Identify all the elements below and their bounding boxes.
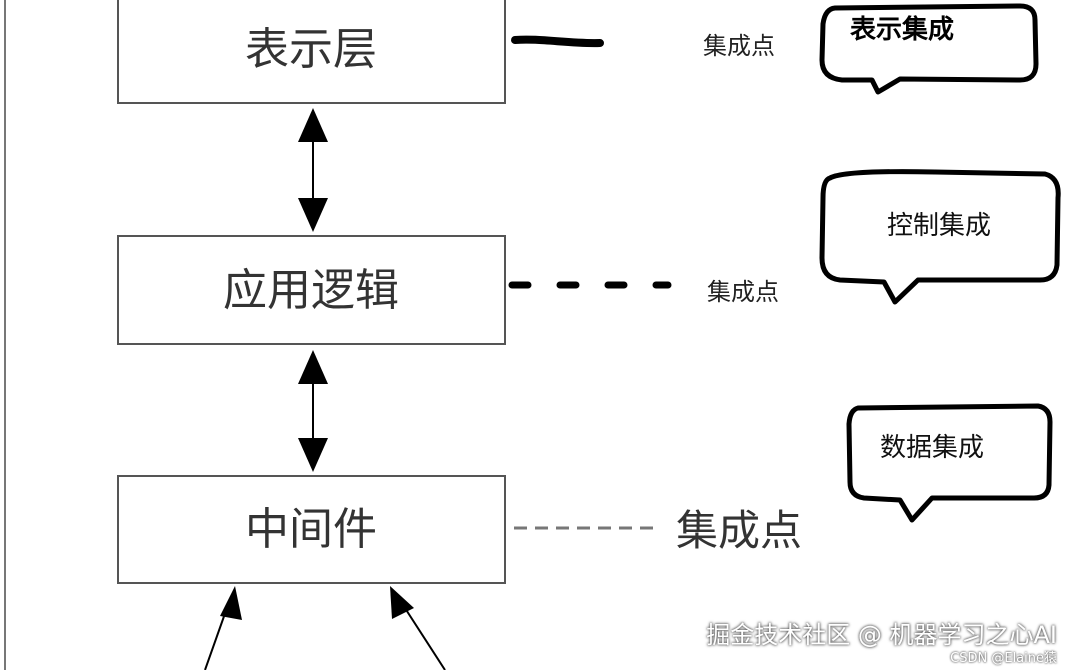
bidirectional-arrow-2 (298, 350, 328, 472)
integration-point-label-2: 集成点 (707, 278, 779, 306)
bottom-arrow-left (204, 586, 242, 670)
watermark-main: 掘金技术社区 @ 机器学习之心AI (706, 621, 1057, 649)
bubble-label-control: 控制集成 (887, 211, 991, 241)
presentation-layer-label: 表示层 (245, 24, 377, 75)
speech-bubble-presentation: 表示集成 (819, 3, 1039, 95)
bubble-label-data: 数据集成 (880, 433, 984, 463)
middleware-label: 中间件 (245, 504, 377, 555)
bottom-arrow-right (390, 586, 446, 670)
presentation-layer-box: 表示层 (117, 0, 506, 104)
application-logic-box: 应用逻辑 (117, 235, 506, 345)
watermark-sub: CSDN @Elaine猿 (950, 651, 1057, 666)
bubble-label-presentation: 表示集成 (850, 14, 954, 45)
application-logic-label: 应用逻辑 (223, 265, 399, 316)
speech-bubble-control: 控制集成 (819, 169, 1061, 305)
speech-bubble-data: 数据集成 (846, 403, 1053, 523)
integration-point-label-1: 集成点 (703, 32, 775, 60)
connector-line-1 (511, 35, 604, 48)
middleware-box: 中间件 (117, 475, 506, 584)
bidirectional-arrow-1 (298, 108, 328, 232)
integration-point-label-3: 集成点 (676, 506, 802, 555)
